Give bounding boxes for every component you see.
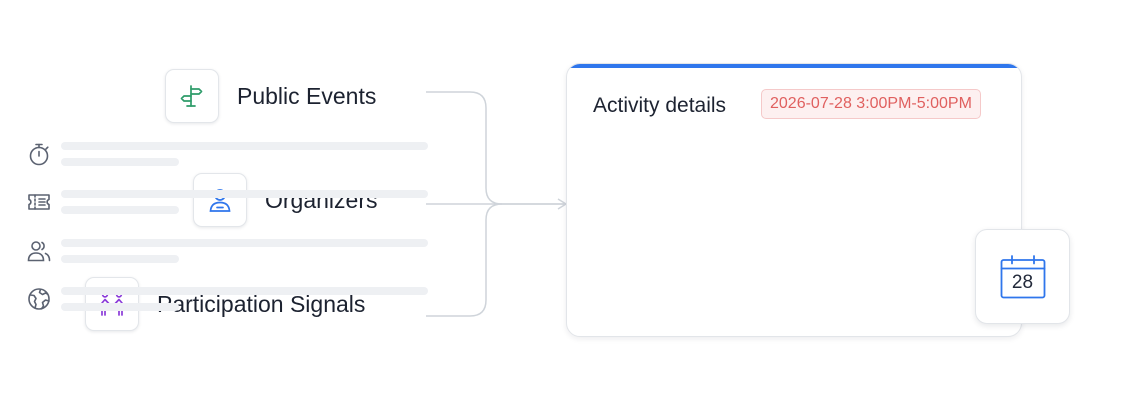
- calendar-badge: 28: [975, 229, 1070, 324]
- card-accent-bar: [567, 64, 1021, 68]
- connector-arrowhead: [557, 198, 568, 210]
- globe-icon: [28, 288, 50, 310]
- detail-row-location: [26, 284, 428, 314]
- calendar-icon: 28: [1000, 254, 1046, 299]
- source-public-events: Public Events: [165, 69, 376, 123]
- calendar-frame: [1000, 254, 1045, 298]
- connector-public-events: [426, 91, 566, 205]
- placeholder-bar: [61, 206, 179, 214]
- date-badge: 2026-07-28 3:00PM-5:00PM: [761, 89, 981, 119]
- source-label-public-events: Public Events: [237, 82, 377, 109]
- stopwatch-icon: [29, 143, 49, 166]
- placeholder-bar: [61, 303, 179, 311]
- connector-participation: [426, 203, 503, 317]
- detail-row-ticket: [26, 187, 428, 217]
- placeholder-bar: [61, 158, 179, 166]
- placeholder-bar: [61, 190, 428, 198]
- placeholder-bar: [61, 287, 428, 295]
- card-title: Activity details: [593, 94, 727, 117]
- placeholder-bar: [61, 239, 428, 247]
- activity-details-card: Activity details 2026-07-28 3:00PM-5:00P…: [566, 63, 1022, 337]
- public-events-icon-box: [165, 69, 219, 123]
- detail-row-participants: [26, 236, 428, 266]
- people-icon: [27, 241, 51, 262]
- placeholder-bar: [61, 255, 179, 263]
- detail-row-time: [26, 139, 428, 169]
- ticket-icon: [28, 194, 50, 210]
- placeholder-bar: [61, 142, 428, 150]
- signpost-icon: [180, 85, 203, 107]
- calendar-day: 28: [1011, 271, 1034, 293]
- organizers-icon-box: [193, 173, 247, 227]
